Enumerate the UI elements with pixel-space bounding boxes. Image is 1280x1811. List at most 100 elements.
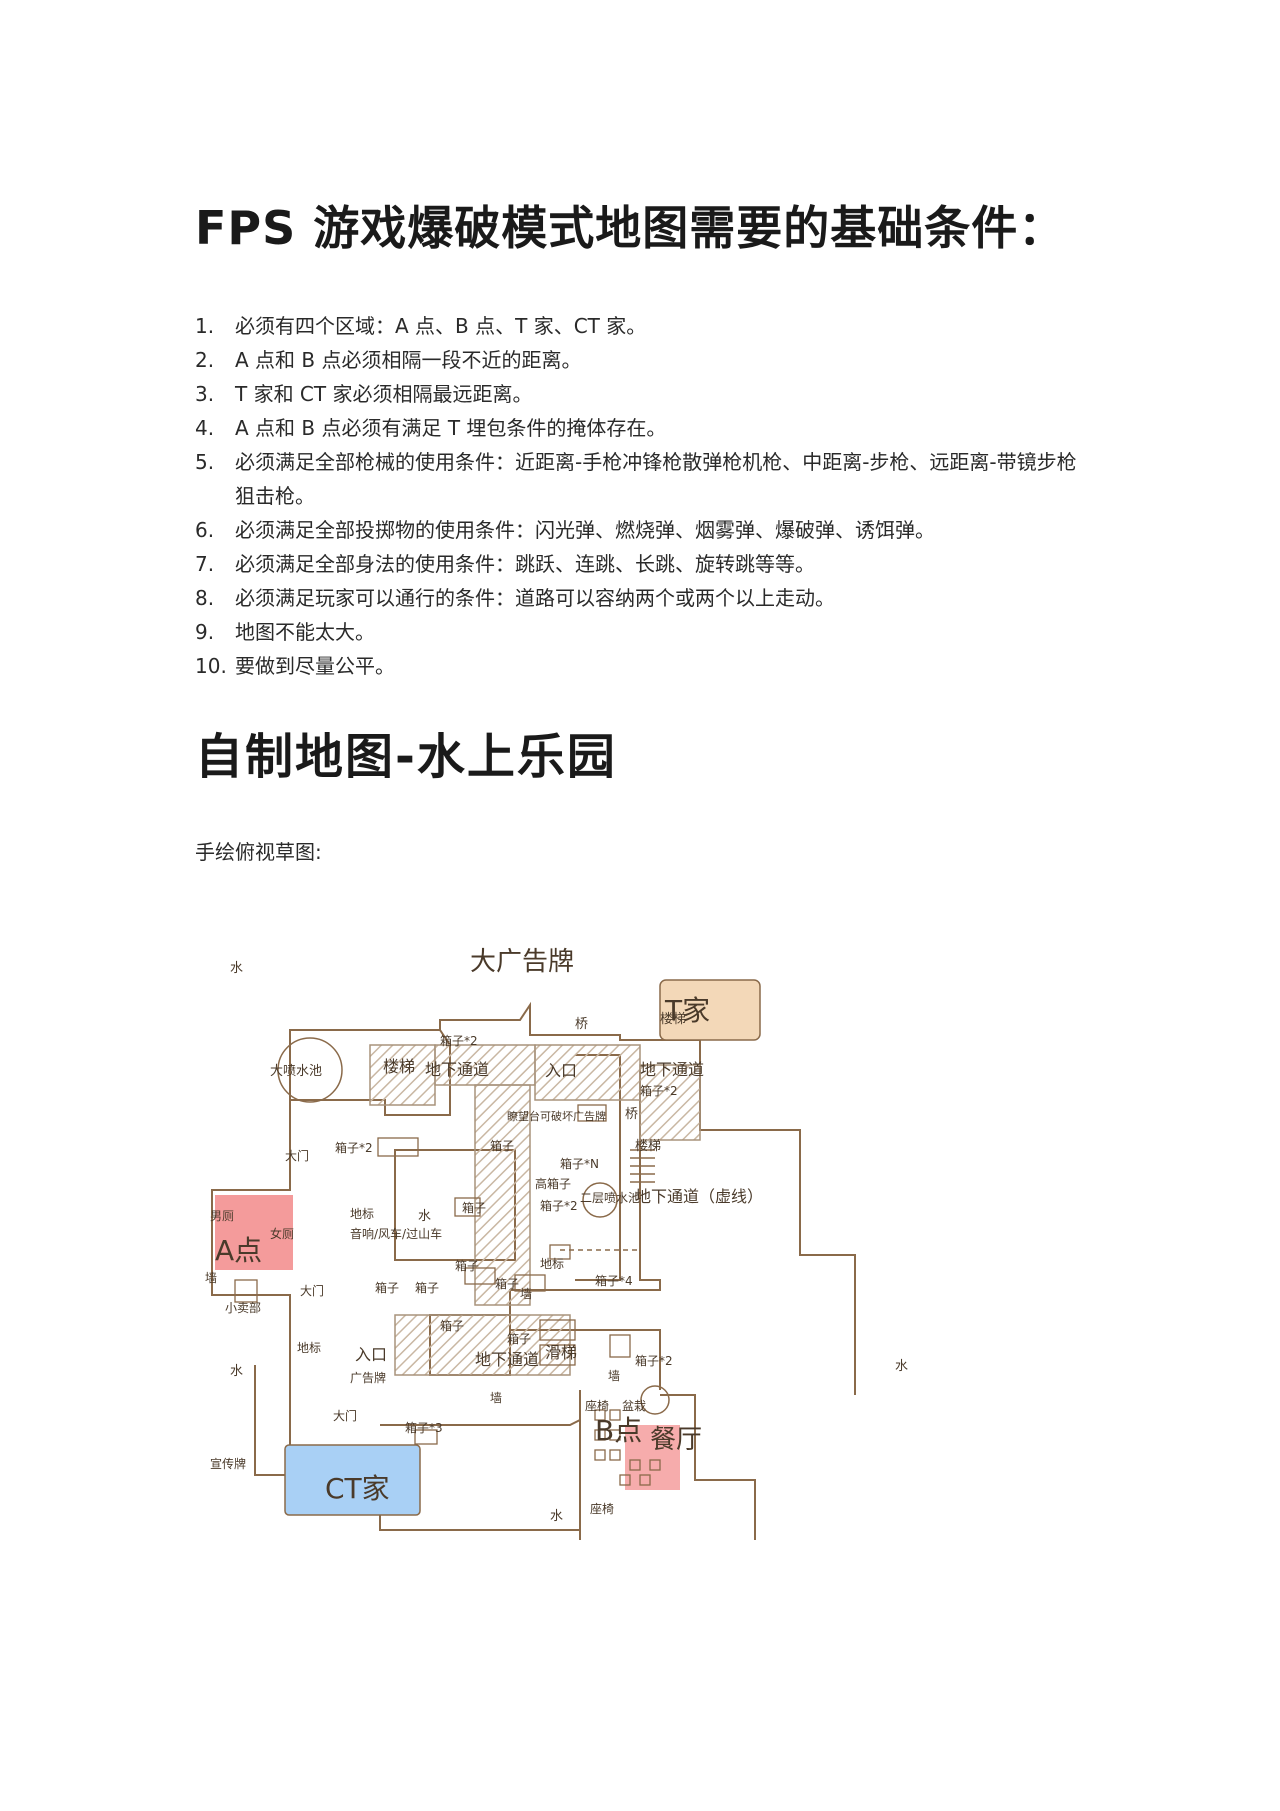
tall-box-label: 高箱子 — [535, 1176, 571, 1191]
a-site-zone — [215, 1195, 293, 1270]
underground-label: 地下通道 — [640, 1060, 704, 1079]
box-label: 箱子 — [455, 1258, 479, 1273]
box-label: 箱子*2 — [440, 1033, 478, 1048]
list-number: 1. — [195, 314, 215, 338]
water-label: 水 — [550, 1509, 563, 1524]
big-billboard-label: 大广告牌 — [470, 947, 574, 977]
list-text: A 点和 B 点必须相隔一段不近的距离。 — [235, 348, 582, 372]
landmark-label: 地标 — [297, 1341, 321, 1355]
list-text: 必须有四个区域：A 点、B 点、T 家、CT 家。 — [235, 314, 647, 338]
list-text: 地图不能太大。 — [235, 620, 375, 644]
landmark-label: 地标 — [350, 1207, 374, 1221]
list-text: 必须满足全部枪械的使用条件：近距离-手枪冲锋枪散弹枪机枪、中距离-步枪、远距离-… — [235, 450, 1077, 508]
water-label: 水 — [230, 961, 243, 976]
underground-label: 地下通道 — [425, 1060, 489, 1079]
list-item: 10. 要做到尽量公平。 — [195, 649, 1095, 683]
bonsai-circle — [640, 1385, 670, 1415]
page-title: FPS 游戏爆破模式地图需要的基础条件： — [195, 201, 1066, 255]
entrance-label: 入口 — [355, 1345, 387, 1364]
landmark-rides-label: 音响/风车/过山车 — [350, 1226, 442, 1241]
wall-label: 墙 — [205, 1271, 217, 1285]
ct-spawn-zone — [284, 1444, 421, 1516]
list-text: T 家和 CT 家必须相隔最远距离。 — [235, 382, 533, 406]
promo-sign-label: 宣传牌 — [210, 1456, 246, 1471]
main-gate-label: 大门 — [333, 1408, 357, 1423]
list-text: 必须满足玩家可以通行的条件：道路可以容纳两个或两个以上走动。 — [235, 586, 835, 610]
box-label: 箱子 — [507, 1331, 531, 1346]
list-item: 6. 必须满足全部投掷物的使用条件：闪光弹、燃烧弹、烟雾弹、爆破弹、诱饵弹。 — [195, 513, 1095, 547]
watchtower-sign-label: 瞭望台可破坏广告牌 — [507, 1109, 606, 1123]
list-item: 5. 必须满足全部枪械的使用条件：近距离-手枪冲锋枪散弹枪机枪、中距离-步枪、远距… — [195, 445, 1095, 513]
stairs-label: 楼梯 — [635, 1139, 661, 1154]
dashed-passage — [560, 1249, 641, 1280]
stairs-label: 楼梯 — [383, 1057, 415, 1076]
list-number: 3. — [195, 382, 215, 406]
box-label: 箱子*N — [560, 1156, 599, 1171]
main-gate-label: 大门 — [285, 1148, 309, 1163]
list-text: 必须满足全部身法的使用条件：跳跃、连跳、长跳、旋转跳等等。 — [235, 552, 815, 576]
box-label: 箱子 — [440, 1318, 464, 1333]
list-item: 9. 地图不能太大。 — [195, 615, 1095, 649]
snack-bar-label: 小卖部 — [225, 1300, 261, 1315]
rules-list: 1. 必须有四个区域：A 点、B 点、T 家、CT 家。 2. A 点和 B 点必须… — [195, 309, 1095, 683]
box-label: 箱子*2 — [635, 1353, 673, 1368]
landmark-label: 地标 — [540, 1257, 564, 1271]
list-item: 4.A 点和 B 点必须有满足 T 埋包条件的掩体存在。 — [195, 411, 1095, 445]
water-label: 水 — [230, 1364, 243, 1379]
slide-label: 滑梯 — [545, 1343, 577, 1362]
water-label: 水 — [418, 1209, 431, 1224]
bridge-label: 桥 — [625, 1107, 638, 1122]
list-text: 必须满足全部投掷物的使用条件：闪光弹、燃烧弹、烟雾弹、爆破弹、诱饵弹。 — [235, 518, 935, 542]
box-label: 箱子 — [495, 1276, 519, 1291]
stairs-label: 楼梯 — [660, 1012, 686, 1027]
ct-spawn-label: CT家 — [325, 1472, 390, 1505]
sketch-caption: 手绘俯视草图: — [195, 840, 322, 864]
stairs-icon — [630, 1149, 655, 1183]
fountain-label: 二层喷水池 — [580, 1191, 640, 1205]
seats-label: 座椅 — [590, 1501, 614, 1516]
box-label: 箱子 — [490, 1138, 514, 1153]
billboard-label: 广告牌 — [350, 1371, 386, 1385]
list-item: 8.必须满足玩家可以通行的条件：道路可以容纳两个或两个以上走动。 — [195, 581, 1095, 615]
wall-label: 墙 — [608, 1369, 620, 1383]
mens-room-label: 男厕 — [210, 1209, 234, 1223]
wall-label: 墙 — [490, 1391, 502, 1405]
list-number: 6. — [195, 518, 215, 542]
t-spawn-zone — [659, 979, 761, 1041]
box-label: 箱子*3 — [405, 1420, 443, 1435]
womens-room-label: 女厕 — [270, 1226, 294, 1241]
wall-label: 墙 — [520, 1287, 532, 1301]
box-label: 箱子 — [375, 1280, 399, 1295]
boxes — [234, 1104, 661, 1486]
list-number: 10. — [195, 654, 227, 678]
list-item: 7. 必须满足全部身法的使用条件：跳跃、连跳、长跳、旋转跳等等。 — [195, 547, 1095, 581]
box-label: 箱子 — [462, 1200, 486, 1215]
list-number: 4. — [195, 416, 215, 440]
list-number: 7. — [195, 552, 215, 576]
a-site-label: A点 — [215, 1234, 262, 1267]
t-spawn-label: T家 — [664, 994, 710, 1027]
section-title: 自制地图-水上乐园 — [195, 729, 617, 785]
seats-label: 座椅 — [585, 1398, 609, 1413]
bridge-label: 桥 — [575, 1017, 588, 1032]
map-svg: 水 水 水 水 水 水 大广告牌 T家 A点 B点 餐厅 CT家 大喷水池 二层… — [205, 947, 908, 1540]
list-item: 3. T 家和 CT 家必须相隔最远距离。 — [195, 377, 1095, 411]
box-label: 箱子*2 — [335, 1140, 373, 1155]
list-item: 2. A 点和 B 点必须相隔一段不近的距离。 — [195, 343, 1095, 377]
big-fountain-circle — [277, 1037, 343, 1103]
hatched-corridors — [369, 1044, 701, 1376]
box-label: 箱子*2 — [640, 1083, 678, 1098]
b-site-zone — [625, 1425, 680, 1490]
entrance-label: 入口 — [545, 1061, 577, 1080]
list-number: 2. — [195, 348, 215, 372]
bonsai-label: 盆栽 — [622, 1399, 646, 1413]
list-number: 9. — [195, 620, 215, 644]
list-number: 5. — [195, 450, 215, 474]
main-gate-label: 大门 — [300, 1283, 324, 1298]
b-site-label: B点 — [595, 1414, 642, 1447]
list-text: 要做到尽量公平。 — [235, 654, 395, 678]
underground-label: 地下通道 — [475, 1350, 539, 1369]
box-label: 箱子 — [415, 1280, 439, 1295]
restaurant-label: 餐厅 — [650, 1425, 702, 1455]
